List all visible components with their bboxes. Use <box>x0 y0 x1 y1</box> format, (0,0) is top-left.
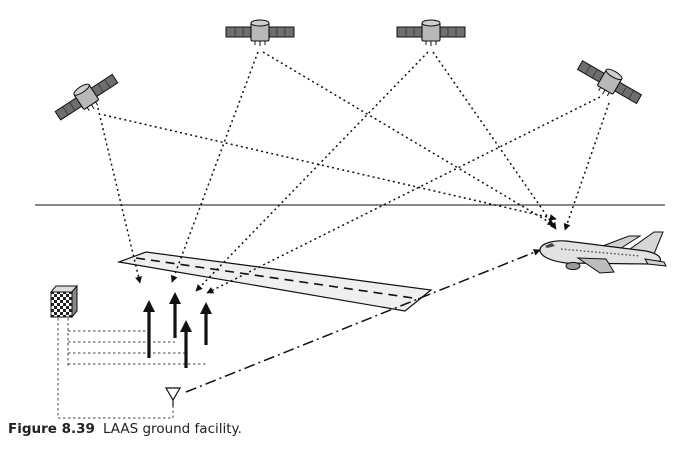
reference-receiver-antenna-icon <box>180 320 192 368</box>
figure-caption: Figure 8.39 LAAS ground facility. <box>8 421 242 437</box>
data-broadcast-link <box>185 249 541 393</box>
signal-path <box>262 51 555 226</box>
reference-receiver-antenna-icon <box>169 292 181 338</box>
satellite-icon <box>572 53 646 113</box>
aircraft-icon <box>539 231 667 274</box>
satellite-signals <box>97 51 610 294</box>
signal-path <box>170 51 259 283</box>
reference-receiver-antenna-icon <box>200 302 212 345</box>
signal-path <box>432 51 557 230</box>
signal-path <box>97 107 142 284</box>
ground-processing-station-icon <box>49 284 79 319</box>
signal-path <box>103 114 557 221</box>
ground-cabling <box>57 318 206 419</box>
satellite-icon <box>396 19 466 47</box>
figure-caption-text: LAAS ground facility. <box>102 421 242 437</box>
laas-diagram <box>35 19 667 419</box>
vhf-broadcast-antenna-icon <box>164 387 182 406</box>
signal-path <box>195 51 429 292</box>
runway-centerline <box>135 257 421 300</box>
runway <box>116 251 433 312</box>
satellite-icon <box>225 19 295 47</box>
reference-receiver-antenna-icon <box>143 300 155 358</box>
reference-receivers <box>143 292 212 368</box>
figure-caption-label: Figure 8.39 <box>8 421 95 437</box>
satellite-icon <box>50 67 124 129</box>
signal-path <box>206 96 601 294</box>
signal-path <box>563 102 610 231</box>
